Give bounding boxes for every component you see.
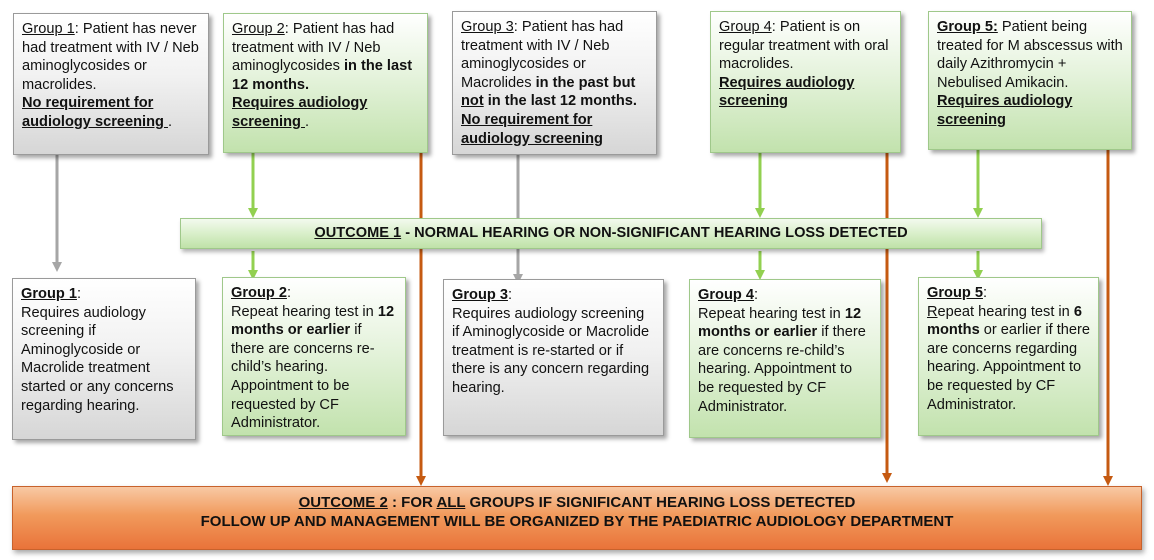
group4-description: : Patient is on regular treatment with o… [719,19,889,73]
group5-description: Patient being treated for M abscessus wi… [937,19,1123,91]
group2-requirement: Requires audiology screening [232,95,368,130]
group1-label: Group 1 [22,21,75,37]
outcome2-line1: OUTCOME 2 : FOR ALL GROUPS IF SIGNIFICAN… [298,494,856,511]
outcome1-label: OUTCOME 1 [314,225,402,241]
group3-description: : Patient has had treatment with IV / Ne… [461,19,624,91]
group5-requirement: Requires audiology screening [937,93,1073,128]
group1-criteria-box: Group 1: Patient has never had treatment… [13,13,209,155]
group3-outcome-text: Requires audiology screening if Aminogly… [452,305,650,396]
group2-criteria-box: Group 2: Patient has had treatment with … [223,13,428,153]
group2-outcome-text: Repeat hearing test in [231,303,378,320]
group5-label: Group 5: [937,19,998,35]
group4-outcome-label: Group 4 [698,287,754,303]
group4-outcome-text: Repeat hearing test in [698,305,845,322]
group2-outcome-label: Group 2 [231,285,287,301]
group4-criteria-box: Group 4: Patient is on regular treatment… [710,11,901,153]
group3-label: Group 3 [461,19,514,35]
outcome1-text: - NORMAL HEARING OR NON-SIGNIFICANT HEAR… [401,225,908,241]
group3-requirement: No requirement for audiology screening [461,111,603,147]
outcome2-banner: OUTCOME 2 : FOR ALL GROUPS IF SIGNIFICAN… [12,486,1142,550]
group5-outcome-label: Group 5 [927,285,983,301]
outcome1-banner: OUTCOME 1 - NORMAL HEARING OR NON-SIGNIF… [180,218,1042,249]
group4-label: Group 4 [719,19,772,35]
group3-outcome-label: Group 3 [452,287,508,303]
outcome2-line2: FOLLOW UP AND MANAGEMENT WILL BE ORGANIZ… [200,513,954,530]
group2-outcome-box: Group 2: Repeat hearing test in 12 month… [222,277,406,436]
group2-label: Group 2 [232,21,285,37]
group3-outcome-box: Group 3: Requires audiology screening if… [443,279,664,436]
group5-outcome-box: Group 5: Repeat hearing test in 6 months… [918,277,1099,436]
group4-outcome-box: Group 4: Repeat hearing test in 12 month… [689,279,881,438]
group1-requirement: No requirement for audiology screening [22,95,168,130]
group1-outcome-text: Requires audiology screening if Aminogly… [21,304,174,414]
group1-outcome-box: Group 1: Requires audiology screening if… [12,278,196,440]
outcome2-label: OUTCOME 2 [298,494,388,511]
group4-requirement: Requires audiology screening [719,74,855,110]
group3-criteria-box: Group 3: Patient has had treatment with … [452,11,657,155]
group5-criteria-box: Group 5: Patient being treated for M abs… [928,11,1132,150]
group1-outcome-label: Group 1 [21,286,77,302]
group1-description: : Patient has never had treatment with I… [22,21,199,93]
group5-outcome-text: epeat hearing test in [937,303,1074,320]
group2-description: : Patient has had treatment with IV / Ne… [232,21,395,75]
